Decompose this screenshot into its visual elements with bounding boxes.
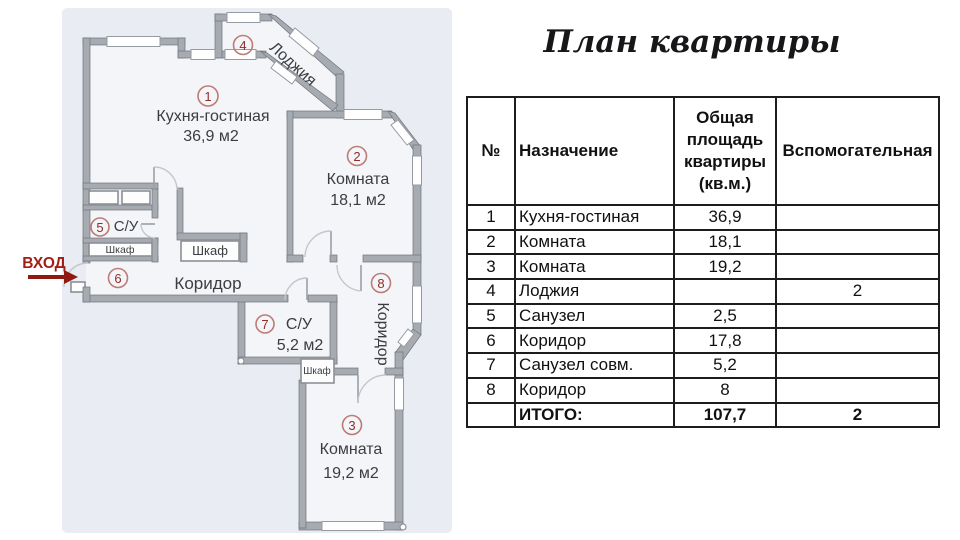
windows xyxy=(106,12,422,531)
room-area-label: 18,1 м2 xyxy=(330,192,386,209)
entrance-label: ВХОД xyxy=(22,255,65,272)
table-row: 3 Комната 19,2 xyxy=(466,253,940,281)
apartment-footprint xyxy=(86,41,417,525)
cell-total-label: ИТОГО: xyxy=(514,401,675,429)
table-row: 5 Санузел 2,5 xyxy=(466,302,940,330)
cell-number: 3 xyxy=(466,253,516,281)
cell-area: 2,5 xyxy=(673,302,777,330)
cell-area: 18,1 xyxy=(673,228,777,256)
header-total-area: Общая площадь квартиры (кв.м.) xyxy=(673,96,777,206)
closet-box-center xyxy=(180,240,240,262)
closet-label: Шкаф xyxy=(303,365,331,377)
table-row: 8 Коридор 8 xyxy=(466,376,940,404)
doors xyxy=(63,166,387,404)
cell-aux: 2 xyxy=(775,278,940,305)
cell-aux xyxy=(775,376,940,404)
wall-node xyxy=(237,357,245,365)
cell-number: 5 xyxy=(466,302,516,330)
cell-aux xyxy=(775,204,940,231)
table-row: 4 Лоджия 2 xyxy=(466,278,940,305)
room-label: Комната xyxy=(320,441,383,458)
header-auxiliary: Вспомогательная xyxy=(775,96,940,206)
header-number: № xyxy=(466,96,516,206)
cell-aux xyxy=(775,352,940,379)
room-label: Кухня-гостиная xyxy=(156,108,269,125)
cell-designation: Коридор xyxy=(514,327,675,355)
cell-designation: Санузел совм. xyxy=(514,352,675,379)
entrance-arrow-icon xyxy=(28,270,78,284)
cell-designation: Комната xyxy=(514,253,675,281)
room-number: 2 xyxy=(353,149,360,164)
table-row: 1 Кухня-гостиная 36,9 xyxy=(466,204,940,231)
closet-box-left xyxy=(88,242,153,257)
cell-number xyxy=(466,401,516,429)
table-total-row: ИТОГО: 107,7 2 xyxy=(466,401,940,429)
header-designation: Назначение xyxy=(514,96,675,206)
closet-label: Шкаф xyxy=(192,243,228,258)
room-number: 6 xyxy=(114,271,121,286)
cell-number: 8 xyxy=(466,376,516,404)
cell-aux xyxy=(775,327,940,355)
cell-number: 1 xyxy=(466,204,516,231)
cell-total-area: 107,7 xyxy=(673,401,777,429)
room-area-label: 36,9 м2 xyxy=(183,128,239,145)
cell-designation: Комната xyxy=(514,228,675,256)
cell-designation: Коридор xyxy=(514,376,675,404)
closet-box-bottom xyxy=(300,358,335,384)
table-header-row: № Назначение Общая площадь квартиры (кв.… xyxy=(466,96,940,206)
table-row: 7 Санузел совм. 5,2 xyxy=(466,352,940,379)
room-number: 7 xyxy=(261,317,268,332)
room-number: 5 xyxy=(96,220,103,235)
table-row: 6 Коридор 17,8 xyxy=(466,327,940,355)
cell-total-aux: 2 xyxy=(775,401,940,429)
cell-area: 5,2 xyxy=(673,352,777,379)
fixture-box xyxy=(121,190,151,205)
room-number: 4 xyxy=(239,38,246,53)
corridor-label: Коридор xyxy=(174,274,241,293)
cell-area xyxy=(673,278,777,305)
room-area-label: 19,2 м2 xyxy=(323,465,379,482)
cell-area: 36,9 xyxy=(673,204,777,231)
cell-number: 7 xyxy=(466,352,516,379)
closet-label: Шкаф xyxy=(106,244,135,256)
page-title: План квартиры xyxy=(543,24,841,60)
cell-number: 6 xyxy=(466,327,516,355)
cell-designation: Санузел xyxy=(514,302,675,330)
room-number-badges: 1 2 3 4 5 6 7 8 xyxy=(90,34,392,436)
cell-aux xyxy=(775,228,940,256)
cell-aux xyxy=(775,302,940,330)
wall-node xyxy=(399,523,407,531)
cell-designation: Кухня-гостиная xyxy=(514,204,675,231)
room-label: Комната xyxy=(327,171,390,188)
table-row: 2 Комната 18,1 xyxy=(466,228,940,256)
cell-area: 8 xyxy=(673,376,777,404)
cell-number: 2 xyxy=(466,228,516,256)
room-number: 8 xyxy=(377,276,384,291)
room-area-label: 5,2 м2 xyxy=(277,337,324,354)
room-label: С/У xyxy=(114,218,139,235)
room-number: 1 xyxy=(204,89,211,104)
cell-area: 19,2 xyxy=(673,253,777,281)
cell-number: 4 xyxy=(466,278,516,305)
cell-area: 17,8 xyxy=(673,327,777,355)
room-number: 3 xyxy=(348,418,355,433)
fixture-box xyxy=(88,190,119,205)
cell-designation: Лоджия xyxy=(514,278,675,305)
room-label: С/У xyxy=(286,316,313,333)
cell-aux xyxy=(775,253,940,281)
floor-plan: ВХОД 1 2 3 4 5 6 7 8 Кухня-гостиная xyxy=(22,8,452,533)
area-table: № Назначение Общая площадь квартиры (кв.… xyxy=(466,96,940,429)
corridor-vertical-label: Коридор xyxy=(374,302,391,365)
